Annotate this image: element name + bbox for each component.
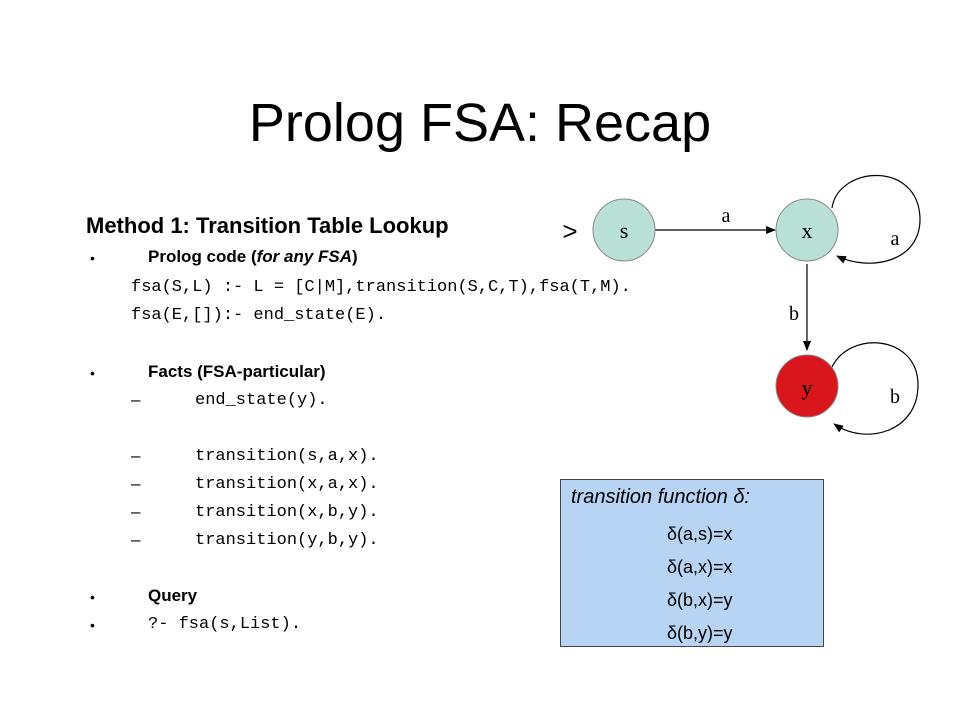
transition-row-3: δ(b,x)=y <box>667 590 733 610</box>
query-code: ?- fsa(s,List). <box>148 615 302 634</box>
loop-x <box>831 174 921 264</box>
state-label-y: y <box>802 375 813 400</box>
start-marker: > <box>562 216 577 246</box>
transition-function-heading: transition function δ: <box>571 486 750 508</box>
prolog-code-label: Prolog code (for any FSA) <box>148 247 358 266</box>
bullet-query: • <box>90 589 95 605</box>
code-line-2: fsa(E,[]):- end_state(E). <box>131 306 387 325</box>
query-label: Query <box>148 586 198 605</box>
bullet-facts: • <box>90 365 95 381</box>
edge-label-loop-y: b <box>890 386 900 408</box>
edge-label-s-x: a <box>722 205 731 227</box>
method-heading: Method 1: Transition Table Lookup <box>86 213 449 238</box>
fact-transition-1: transition(s,a,x). <box>195 447 379 466</box>
loop-y <box>831 342 919 435</box>
fact-end-state: end_state(y). <box>195 391 328 410</box>
fact-transition-2: transition(x,a,x). <box>195 475 379 494</box>
transition-row-1: δ(a,s)=x <box>667 524 733 544</box>
bullet-query-code: • <box>90 617 95 633</box>
state-label-s: s <box>620 218 629 243</box>
transition-row-2: δ(a,x)=x <box>667 557 733 577</box>
facts-label: Facts (FSA-particular) <box>148 362 326 381</box>
slide-title: Prolog FSA: Recap <box>248 93 712 153</box>
fact-dash: – <box>131 530 141 549</box>
state-label-x: x <box>802 218 813 243</box>
state-s <box>592 198 656 262</box>
state-y-final <box>775 354 839 418</box>
transition-function-box: transition function δ: δ(a,s)=x δ(a,x)=x… <box>560 479 824 647</box>
fact-transition-3: transition(x,b,y). <box>195 503 379 522</box>
edge-label-loop-x: a <box>891 228 900 250</box>
bullet-prolog-code: • <box>90 250 95 266</box>
fact-dash: – <box>131 446 141 465</box>
edge-label-x-y: b <box>789 303 799 325</box>
fact-transition-4: transition(y,b,y). <box>195 531 379 550</box>
fact-dash: – <box>131 474 141 493</box>
code-line-1: fsa(S,L) :- L = [C|M],transition(S,C,T),… <box>131 278 631 297</box>
state-x <box>775 198 839 262</box>
transition-row-4: δ(b,y)=y <box>667 623 733 643</box>
fact-dash: – <box>131 390 141 409</box>
fact-dash: – <box>131 502 141 521</box>
